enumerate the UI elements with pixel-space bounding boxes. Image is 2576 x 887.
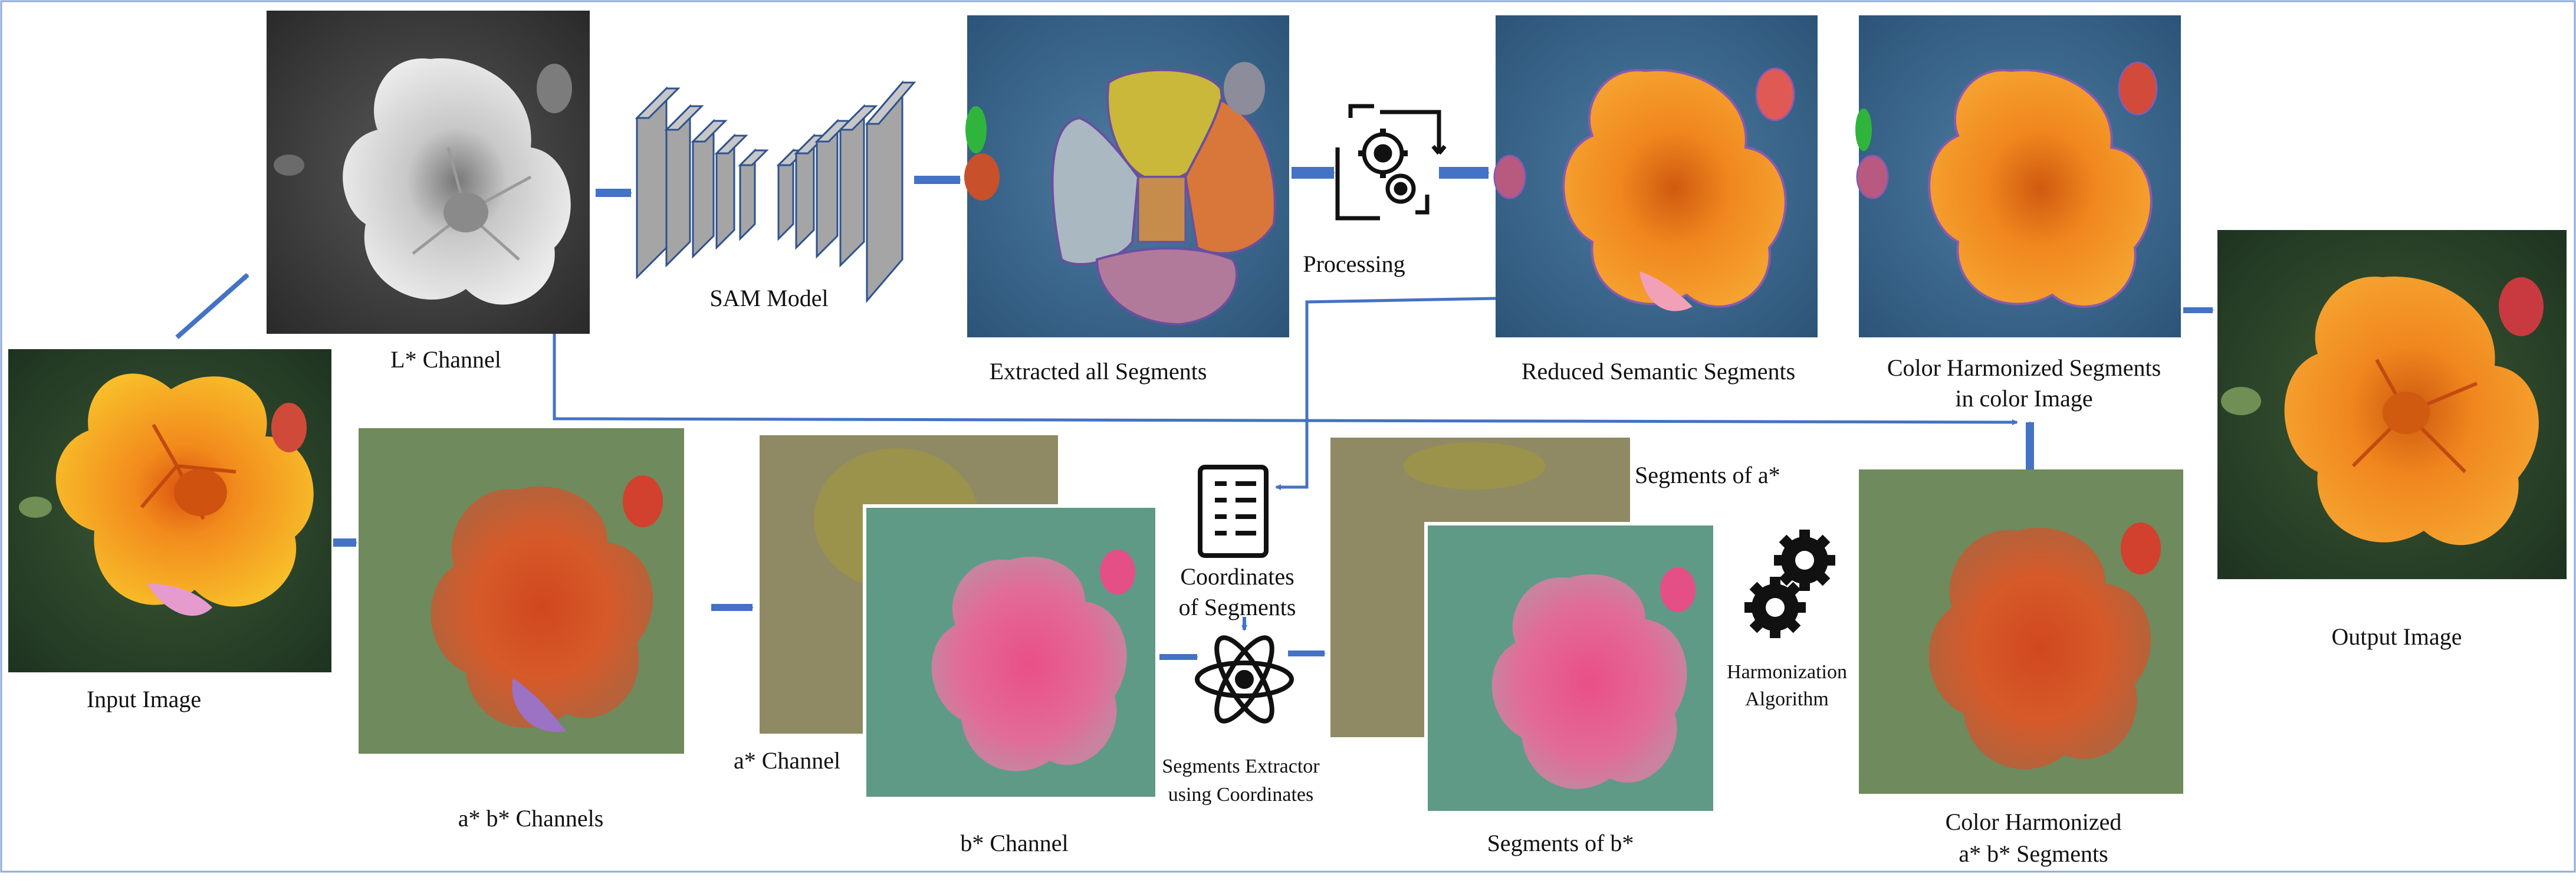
segments-of-a-label: Segments of a* — [1635, 462, 1780, 488]
ab-channels-label: a* b* Channels — [458, 805, 604, 832]
a-channel-label: a* Channel — [734, 747, 841, 774]
coordinates-label-2: of Segments — [1178, 594, 1296, 620]
segments-extractor-label-1: Segments Extractor — [1162, 755, 1320, 777]
segments-extractor-label-2: using Coordinates — [1168, 784, 1314, 806]
harmonization-label-2: Algorithm — [1745, 688, 1829, 710]
color-harmonized-ab-label-1: Color Harmonized — [1945, 809, 2122, 835]
color-harmonized-segments-label-1: Color Harmonized Segments — [1887, 354, 2161, 381]
extracted-segments-image — [964, 15, 1289, 337]
color-harmonized-ab-label-2: a* b* Segments — [1959, 840, 2108, 867]
color-harmonized-segments-label-2: in color Image — [1955, 385, 2093, 412]
segments-extractor-atom-icon — [1195, 635, 1294, 724]
segments-of-b-label: Segments of b* — [1487, 830, 1634, 856]
l-channel-label: L* Channel — [390, 346, 501, 373]
input-image — [8, 349, 331, 672]
extracted-all-segments-label: Extracted all Segments — [989, 358, 1207, 385]
reduced-semantic-segments-image — [1493, 15, 1818, 337]
segments-of-b-image — [1424, 522, 1717, 814]
harmonization-label-1: Harmonization — [1727, 661, 1847, 683]
coordinates-document-icon — [1198, 465, 1269, 558]
ab-channels-image — [359, 428, 684, 754]
color-harmonized-ab-image — [1859, 469, 2183, 794]
reduced-semantic-segments-label: Reduced Semantic Segments — [1521, 358, 1796, 385]
b-channel-label: b* Channel — [960, 830, 1069, 856]
output-image-label: Output Image — [2331, 623, 2462, 650]
harmonization-gears-icon — [1744, 530, 1835, 638]
sam-model-label: SAM Model — [709, 285, 829, 311]
color-harmonized-color-image — [1855, 15, 2181, 337]
sam-model-icon — [635, 80, 916, 304]
output-image — [2217, 230, 2567, 579]
input-image-label: Input Image — [86, 686, 202, 712]
processing-label: Processing — [1303, 251, 1405, 277]
b-channel-image — [863, 504, 1159, 800]
coordinates-label-1: Coordinates — [1180, 563, 1294, 590]
l-channel-image — [267, 11, 590, 334]
processing-icon — [1335, 104, 1447, 221]
connector-arrows — [175, 167, 2214, 660]
